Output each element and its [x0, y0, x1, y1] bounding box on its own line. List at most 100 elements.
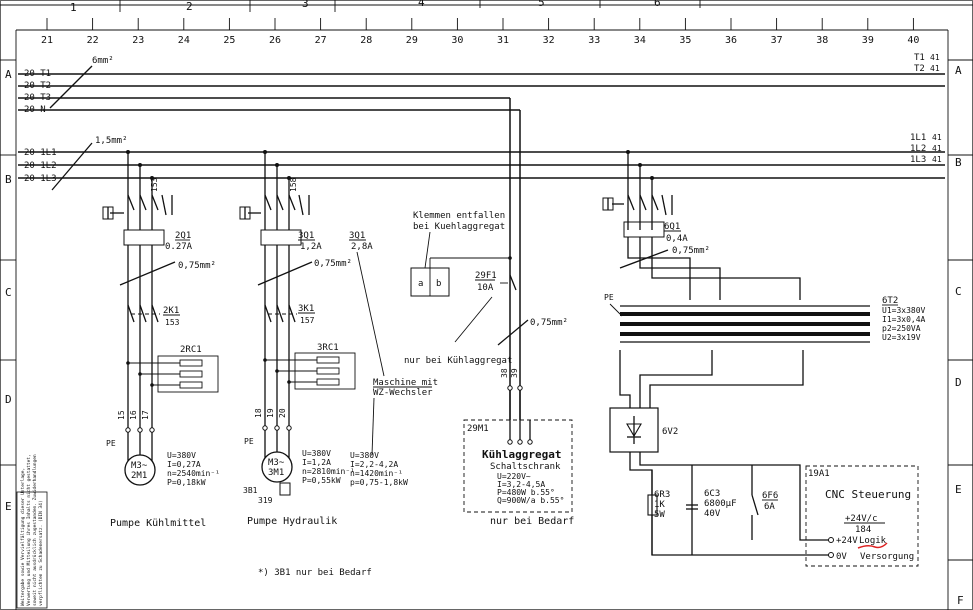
row-letter-left: D [5, 393, 12, 406]
row-letter-right: E [955, 483, 962, 496]
column-number: 23 [132, 35, 144, 46]
top-col-2: 2 [186, 0, 193, 13]
cnc-ref: 184 [855, 525, 871, 535]
alt-note: Maschine mit [373, 378, 438, 388]
bus-top: 6mm² 20 T1 20 T2 20 T3 20 N T1 41 T2 41 [18, 53, 945, 420]
chiller-fuse-value: 10A [477, 283, 494, 293]
level-switch-label: 3B1 [243, 486, 258, 495]
side-stamp: Weitergabe sowie Vervielfältigung dieser… [16, 454, 48, 609]
breaker-label: 6Q1 [664, 222, 680, 232]
bus-right-ref: 41 [932, 155, 942, 164]
bus-right-ref: 41 [932, 133, 942, 142]
rectifier-label: 6V2 [662, 427, 678, 437]
cnc-pin-label: Logik [859, 536, 887, 546]
row-letter-right: B [955, 156, 962, 169]
motor-spec: n=2810min⁻¹ [302, 467, 355, 476]
row-letters: A B C D E A B C D E F [5, 64, 964, 607]
motor-id: 2M1 [131, 471, 147, 481]
motor-spec: U=380V [167, 451, 196, 460]
bus-right-ref: 41 [930, 53, 940, 62]
motor-spec: U=380V [302, 449, 331, 458]
alt-spec: p=0,75-1,8kW [350, 478, 408, 487]
stamp-line: soweit nicht ausdrücklich zugestanden. Z… [32, 454, 38, 606]
terminal-label: 19 [266, 408, 275, 418]
capacitor-spec: 6800µF [704, 499, 737, 509]
contactor-ref: 153 [165, 318, 180, 327]
circuit-caption: Pumpe Kühlmittel [110, 518, 206, 529]
motor-spec: P=0,18kW [167, 478, 206, 487]
transformer-spec: I1=3x0,4A [882, 315, 926, 324]
bus-left-label: 20 T2 [24, 81, 51, 91]
row-letter-right: D [955, 376, 962, 389]
power-supply-circuit: 6Q1 0,4A 0,75mm² PE 6T2 U1=3x380V I1=3x0… [602, 150, 926, 556]
column-number: 33 [588, 35, 600, 46]
pe-label: PE [106, 439, 116, 448]
hydraulic-pump-circuit: 158 3Q1 1,2A 0,75mm² 3K1 157 3RC1 18 19 … [239, 150, 438, 578]
row-letter-left: E [5, 500, 12, 513]
row-letter-left: C [5, 286, 12, 299]
wire-cross-label: 6mm² [92, 56, 114, 66]
contactor-label: 3K1 [298, 304, 314, 314]
stamp-line: Weitergabe sowie Vervielfältigung dieser… [20, 468, 26, 606]
wire-cross-label: 1,5mm² [95, 136, 128, 146]
column-number: 27 [315, 35, 327, 46]
terminal-label: 17 [141, 410, 150, 420]
terminal-label: 38 [500, 368, 509, 378]
wire-size-label: 0,75mm² [178, 261, 216, 271]
hydraulic-motor-symbol [261, 451, 293, 483]
cnc-control-box: 19A1 CNC Steuerung +24V/c 184 +24V Logik… [805, 465, 919, 567]
top-col-6: 6 [654, 0, 661, 9]
bus-left-label: 20 1L1 [24, 148, 57, 158]
pe-label: PE [244, 437, 254, 446]
motor-spec: n=2540min⁻¹ [167, 469, 220, 478]
top-column-labels: 1 2 3 4 5 6 [70, 0, 661, 14]
motor-type: M3~ [268, 458, 285, 468]
cnc-pin-label: Versorgung [860, 552, 914, 562]
wire-size-label: 0,75mm² [314, 259, 352, 269]
footnote: *) 3B1 nur bei Bedarf [258, 568, 372, 578]
alt-breaker-label: 3Q1 [349, 231, 365, 241]
bus-right-label: 1L3 [910, 155, 926, 165]
chiller-note: bei Kuehlaggregat [413, 222, 505, 232]
bus-left-label: 20 T3 [24, 93, 51, 103]
capacitor-spec: 40V [704, 509, 721, 519]
terminal-label: 16 [129, 410, 138, 420]
chiller-box [463, 419, 573, 513]
transformer-label: 6T2 [882, 296, 898, 306]
row-letter-right: F [957, 594, 964, 607]
chiller-spec: I=3,2-4,5A [497, 480, 545, 489]
bus-left-label: 20 T1 [24, 69, 51, 79]
level-switch-ref: 319 [258, 496, 273, 505]
bus-right-label: 1L2 [910, 144, 926, 154]
transformer-spec: U2=3x19V [882, 333, 921, 342]
breaker-value: 0.27A [165, 242, 193, 252]
rc-label: 2RC1 [180, 345, 202, 355]
bus-mid: 1,5mm² 20 1L1 20 1L2 20 1L3 1L1 41 1L2 4… [18, 133, 945, 191]
resistor-label: 6R3 [654, 490, 670, 500]
column-number: 38 [816, 35, 828, 46]
bus-right-ref: 41 [932, 144, 942, 153]
row-letter-left: B [5, 173, 12, 186]
wire-size-label: 0,75mm² [672, 246, 710, 256]
row-letter-right: A [955, 64, 962, 77]
chiller-fuse-label: 29F1 [475, 271, 497, 281]
rc-label: 3RC1 [317, 343, 339, 353]
terminal-label: 39 [510, 368, 519, 378]
column-number: 37 [771, 35, 783, 46]
column-number: 39 [862, 35, 874, 46]
motor-type: M3~ [131, 461, 148, 471]
wire-size-label: 0,75mm² [530, 318, 568, 328]
level-switch-symbol [279, 482, 291, 496]
column-number: 36 [725, 35, 737, 46]
chiller-spec: Q=900W/a b.55° [497, 496, 564, 505]
contactor-label: 2K1 [163, 306, 179, 316]
bus-right-label: 1L1 [910, 133, 926, 143]
red-underline-mark [857, 542, 888, 549]
chiller-note: Klemmen entfallen [413, 211, 505, 221]
chiller-spec: U=220V~ [497, 472, 531, 481]
column-number: 24 [178, 35, 190, 46]
contactor-ref: 157 [300, 316, 315, 325]
motor-spec: P=0,55kW [302, 476, 341, 485]
stamp-line: Verwertung und Mitteilung ihres Inhalts … [26, 454, 32, 606]
